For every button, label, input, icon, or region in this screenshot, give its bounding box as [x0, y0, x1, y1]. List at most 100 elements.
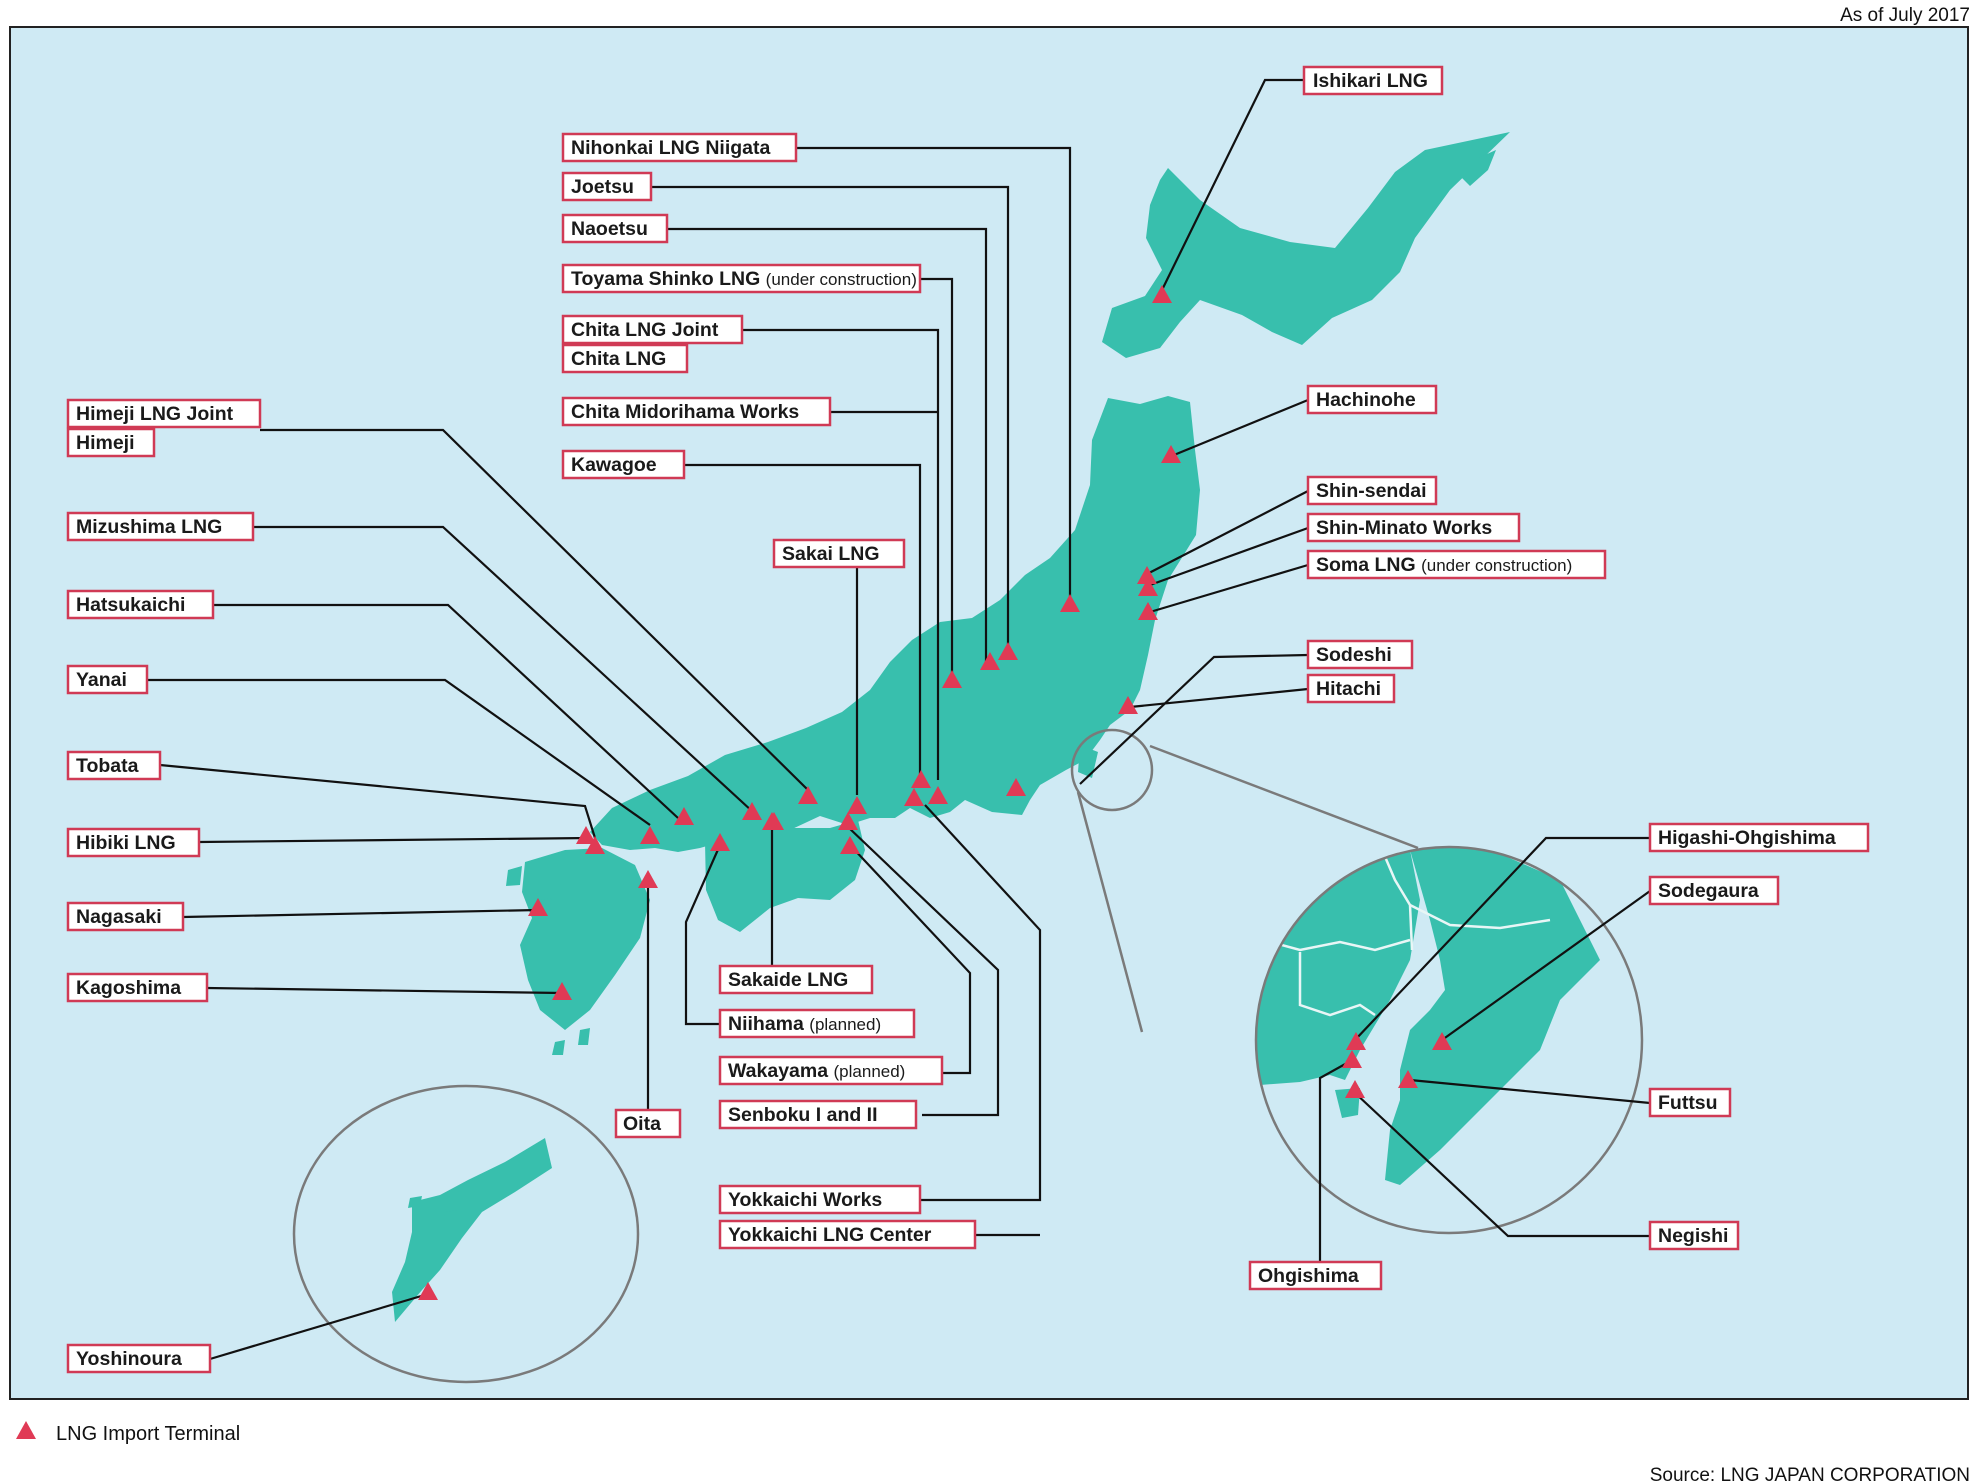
inset-connector-left — [1076, 791, 1144, 1033]
label-ohgishima: Ohgishima — [1248, 1260, 1383, 1291]
svg-text:Yanai: Yanai — [76, 669, 127, 691]
terminal-marker-sakai — [847, 796, 867, 814]
terminal-marker-ishikari — [1152, 285, 1172, 303]
svg-text:Hibiki LNG: Hibiki LNG — [76, 832, 176, 854]
okinawa-island — [392, 1138, 552, 1322]
label-kawagoe: Kawagoe — [561, 449, 686, 480]
terminal-marker-yanai — [640, 826, 660, 844]
terminal-marker-nagasaki — [528, 898, 548, 916]
terminal-marker-chita — [928, 786, 948, 804]
terminal-marker-himeji-joint — [798, 786, 818, 804]
svg-text:Higashi-Ohgishima: Higashi-Ohgishima — [1658, 827, 1836, 849]
terminal-marker-sodegaura — [1432, 1032, 1452, 1050]
terminal-marker-yoshinoura — [418, 1282, 438, 1300]
hokkaido-island — [1102, 132, 1510, 358]
terminal-marker-wakayama — [840, 836, 860, 854]
terminal-marker-hibiki — [585, 836, 605, 854]
svg-text:Shin-sendai: Shin-sendai — [1316, 480, 1427, 502]
label-niihama: Niihama (planned) — [718, 1008, 916, 1039]
tokyo-bay-focus-circle — [1070, 728, 1154, 812]
legend: LNG Import Terminal — [16, 1421, 240, 1445]
label-kagoshima: Kagoshima — [66, 972, 209, 1003]
svg-text:Hitachi: Hitachi — [1316, 678, 1381, 700]
svg-text:Soma LNG (under construction): Soma LNG (under construction) — [1316, 554, 1572, 576]
svg-text:Naoetsu: Naoetsu — [571, 218, 648, 240]
legend-label: LNG Import Terminal — [56, 1423, 240, 1445]
label-yanai: Yanai — [66, 664, 149, 695]
svg-text:Negishi: Negishi — [1658, 1225, 1728, 1247]
label-yoshinoura: Yoshinoura — [66, 1343, 212, 1374]
label-oita: Oita — [614, 1108, 682, 1139]
svg-text:Oita: Oita — [623, 1113, 661, 1135]
inset-prefecture-borders — [1256, 847, 1551, 1017]
terminal-marker-nihonkai — [1060, 594, 1080, 612]
inset-land-west — [1256, 847, 1420, 1120]
terminal-marker-hitachi — [1118, 696, 1138, 714]
label-naoetsu: Naoetsu — [561, 213, 669, 244]
label-negishi: Negishi — [1648, 1220, 1740, 1251]
svg-text:Yoshinoura: Yoshinoura — [76, 1348, 182, 1370]
leader-lines — [147, 78, 1651, 1361]
label-soma: Soma LNG (under construction) — [1306, 549, 1607, 580]
terminal-marker-shin-sendai — [1137, 566, 1157, 584]
svg-text:Tobata: Tobata — [76, 755, 139, 777]
svg-text:Ohgishima: Ohgishima — [1258, 1265, 1359, 1287]
svg-text:Senboku I and II: Senboku I and II — [728, 1104, 878, 1126]
boso-peninsula — [1078, 745, 1098, 778]
terminal-marker-toyama — [942, 670, 962, 688]
svg-text:Ishikari LNG: Ishikari LNG — [1313, 70, 1428, 92]
kyushu-island — [520, 848, 650, 1030]
terminal-marker-ohgishima-2 — [1345, 1080, 1365, 1098]
terminal-marker-joetsu — [998, 642, 1018, 660]
svg-text:Shin-Minato Works: Shin-Minato Works — [1316, 517, 1492, 539]
japan-landmass — [392, 132, 1510, 1322]
svg-text:Mizushima LNG: Mizushima LNG — [76, 516, 222, 538]
terminal-marker-kawagoe — [904, 788, 924, 806]
svg-text:Sodeshi: Sodeshi — [1316, 644, 1392, 666]
terminal-marker-shin-minato — [1138, 578, 1158, 596]
terminal-marker-higashi-ohgishima — [1346, 1032, 1366, 1050]
label-sakai: Sakai LNG — [772, 538, 906, 569]
terminal-labels: Ishikari LNG Nihonkai LNG Niigata Joetsu… — [66, 65, 1870, 1374]
terminal-marker-sakaide — [762, 812, 782, 830]
svg-text:Chita LNG: Chita LNG — [571, 348, 666, 370]
svg-text:Niihama (planned): Niihama (planned) — [728, 1013, 881, 1035]
svg-text:Yokkaichi LNG Center: Yokkaichi LNG Center — [728, 1224, 932, 1246]
label-hatsukaichi: Hatsukaichi — [66, 589, 215, 620]
label-sodeshi: Sodeshi — [1306, 639, 1414, 670]
terminal-marker-hatsukaichi — [674, 807, 694, 825]
label-yokkaichi-works: Yokkaichi Works — [718, 1184, 922, 1215]
label-sakaide: Sakaide LNG — [718, 964, 874, 995]
label-tobata: Tobata — [66, 750, 162, 781]
label-chita-joint: Chita LNG Joint — [561, 314, 744, 345]
terminal-marker-mizushima — [742, 802, 762, 820]
svg-text:Kawagoe: Kawagoe — [571, 454, 657, 476]
label-chita-midorihama: Chita Midorihama Works — [561, 396, 832, 427]
label-sodegaura: Sodegaura — [1648, 875, 1780, 906]
label-toyama: Toyama Shinko LNG (under construction) — [561, 263, 922, 294]
label-yokkaichi-center: Yokkaichi LNG Center — [718, 1219, 977, 1250]
terminal-marker-ohgishima — [1342, 1050, 1362, 1068]
svg-text:Himeji: Himeji — [76, 432, 135, 454]
svg-text:Toyama Shinko LNG (under const: Toyama Shinko LNG (under construction) — [571, 268, 917, 290]
label-wakayama: Wakayama (planned) — [718, 1055, 944, 1086]
shikoku-island — [705, 820, 865, 932]
svg-text:Chita LNG Joint: Chita LNG Joint — [571, 319, 719, 341]
kyushu-west-islets — [506, 866, 552, 912]
terminal-marker-tobata — [576, 826, 596, 844]
terminal-marker-kagoshima — [552, 982, 572, 1000]
terminal-marker-soma — [1138, 602, 1158, 620]
svg-text:Sakaide LNG: Sakaide LNG — [728, 969, 848, 991]
label-hitachi: Hitachi — [1306, 673, 1396, 704]
label-nihonkai: Nihonkai LNG Niigata — [561, 132, 798, 163]
inset-connector-right — [1149, 744, 1419, 850]
label-nagasaki: Nagasaki — [66, 901, 185, 932]
terminal-marker-sodeshi — [1006, 778, 1026, 796]
honshu-island — [590, 396, 1200, 852]
date-note: As of July 2017 — [1840, 5, 1970, 26]
northern-islets — [1462, 150, 1496, 186]
terminal-marker-chita-joint — [911, 770, 931, 788]
svg-text:Himeji LNG Joint: Himeji LNG Joint — [76, 403, 234, 425]
label-joetsu: Joetsu — [561, 171, 653, 202]
